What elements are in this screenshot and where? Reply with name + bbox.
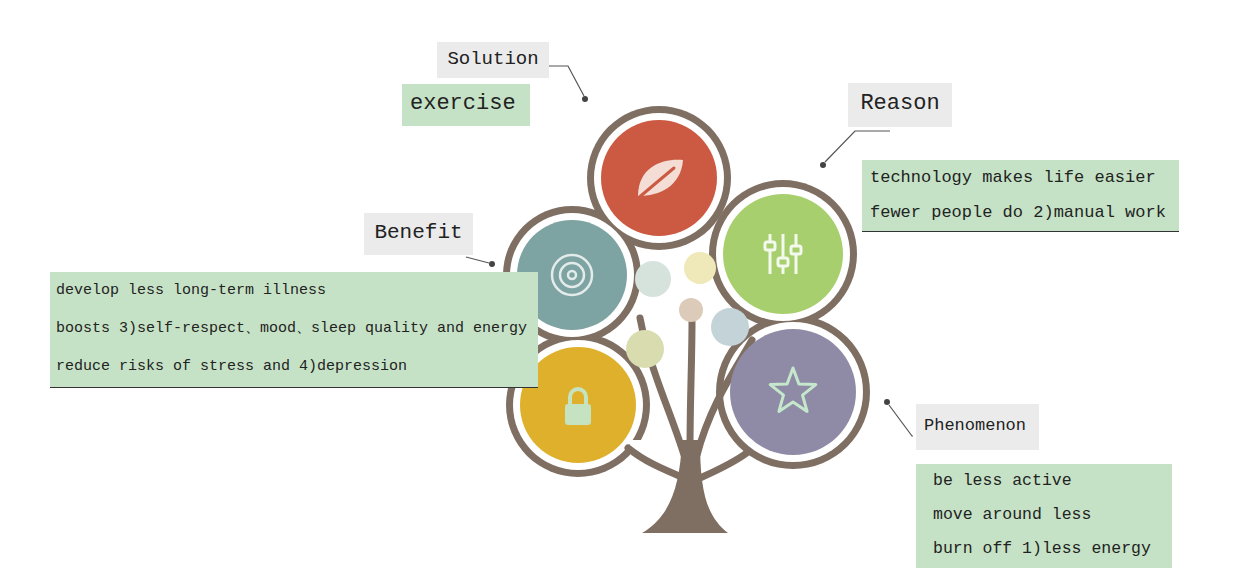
box-text: boosts 3)self-respect、mood、sleep quality… — [56, 310, 532, 348]
leaf-icon — [636, 160, 683, 200]
outline-ring — [709, 180, 857, 328]
text-run: Benefit — [374, 218, 462, 248]
branch — [628, 448, 684, 478]
leader-dot — [820, 162, 826, 168]
box-text: Solution — [445, 47, 541, 71]
dot — [626, 330, 664, 368]
text-run: develop less long-term illness — [56, 272, 326, 310]
branch — [700, 452, 748, 478]
branch — [690, 322, 692, 450]
tree-outline — [503, 106, 870, 477]
section-label: Solution — [437, 42, 549, 78]
box-text: move around less — [933, 498, 1155, 532]
disc-icon — [552, 255, 592, 295]
text-run: exercise — [410, 89, 516, 119]
dot — [711, 308, 749, 346]
disc-outer — [552, 255, 592, 295]
purple-circle — [730, 329, 856, 455]
leader-dot — [884, 399, 890, 405]
leaf-vein — [636, 168, 674, 200]
benefit-box: develop less long-term illnessboosts 3)s… — [50, 272, 538, 388]
leader-dot — [489, 261, 495, 267]
lock-shackle — [570, 389, 586, 406]
section-label: Reason — [848, 83, 952, 127]
inner-ground — [716, 187, 850, 321]
text-run: technology makes life easier — [870, 160, 1156, 195]
box-text: Phenomenon — [924, 411, 1031, 441]
lock-body — [565, 404, 591, 425]
section-label: Phenomenon — [916, 404, 1039, 450]
slider-track — [769, 234, 772, 274]
leader-line — [466, 257, 489, 263]
box-text: fewer people do 2)manual work — [870, 195, 1171, 230]
box-text: be less active — [933, 464, 1155, 498]
box-text: develop less long-term illness — [56, 272, 532, 310]
box-text: Benefit — [372, 218, 465, 248]
reason-box: technology makes life easierfewer people… — [862, 160, 1179, 232]
dot — [684, 252, 716, 284]
phenomenon-box: be less activemove around lessburn off 1… — [916, 464, 1172, 568]
text-run: move around less — [933, 498, 1091, 532]
leader-dot — [582, 96, 588, 102]
leader-line — [825, 131, 890, 162]
star-icon — [770, 368, 816, 411]
inner-ground — [723, 322, 863, 462]
inner-ground — [594, 113, 724, 243]
dot — [679, 298, 703, 322]
disc-hole — [568, 271, 576, 279]
text-run: Solution — [447, 47, 538, 71]
box-text: exercise — [410, 89, 522, 119]
red-circle — [601, 120, 717, 236]
disc-mid — [560, 263, 584, 287]
text-run: burn off 1)less energy — [933, 532, 1151, 566]
text-run: Reason — [860, 89, 939, 119]
box-text: burn off 1)less energy — [933, 532, 1155, 566]
slider-knob — [778, 258, 788, 266]
leader-line — [889, 405, 913, 436]
text-run: Phenomenon — [924, 411, 1026, 441]
slider-track — [782, 234, 785, 274]
dot — [635, 261, 671, 297]
box-text: Reason — [856, 89, 944, 119]
text-run: fewer people do 2)manual work — [870, 195, 1166, 230]
tree-trunk — [642, 440, 728, 533]
lock-icon — [565, 389, 591, 425]
solution-box: exercise — [402, 84, 530, 126]
section-label: Benefit — [364, 213, 473, 255]
box-text: technology makes life easier — [870, 160, 1171, 195]
slider-icon — [765, 234, 801, 274]
text-run: boosts 3)self-respect、mood、sleep quality… — [56, 310, 527, 348]
slider-knob — [765, 242, 775, 250]
slider-knob — [791, 246, 801, 254]
text-run: be less active — [933, 464, 1072, 498]
box-text: reduce risks of stress and 4)depression — [56, 348, 532, 386]
text-run: reduce risks of stress and 4)depression — [56, 348, 407, 386]
green-circle — [723, 194, 843, 314]
leader-line — [549, 66, 584, 96]
